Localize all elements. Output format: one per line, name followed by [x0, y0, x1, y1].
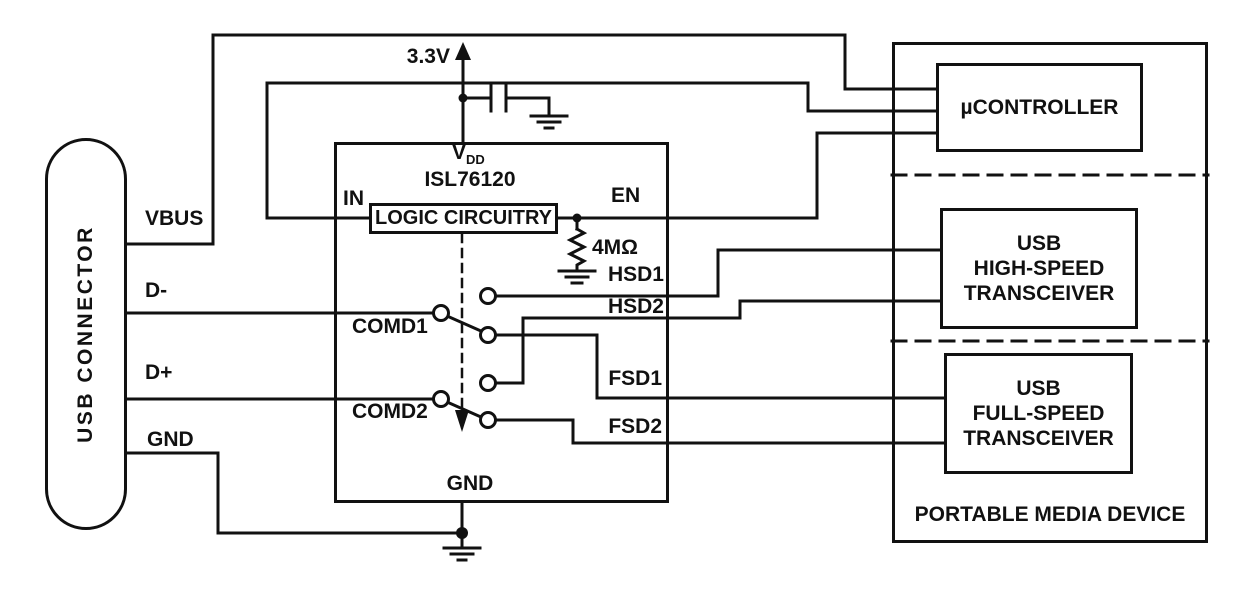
switch2-hsd2-contact — [479, 374, 497, 392]
pin-label-gnd-connector: GND — [147, 428, 194, 451]
switch2-fsd2-contact — [479, 411, 497, 429]
pin-label-fsd1: FSD1 — [608, 367, 662, 390]
pin-label-fsd2: FSD2 — [608, 415, 662, 438]
pin-label-gnd-chip: GND — [446, 472, 494, 495]
hs-transceiver-line3: TRANSCEIVER — [963, 282, 1115, 305]
junction-dot-gnd — [456, 527, 468, 539]
pin-label-hsd1: HSD1 — [607, 263, 664, 286]
junction-dot-vdd — [458, 93, 468, 103]
wire-fsd2 — [494, 418, 947, 445]
pin-label-vbus: VBUS — [145, 207, 204, 230]
pin-label-comd1: COMD1 — [352, 315, 428, 338]
switch2-pole-contact — [432, 390, 450, 408]
microcontroller-label: µCONTROLLER — [960, 95, 1119, 119]
wire-fsd1 — [494, 333, 947, 400]
wire-gnd — [125, 451, 464, 535]
pin-label-in: IN — [343, 187, 364, 210]
switch1-pole-contact — [432, 304, 450, 322]
logic-circuitry-box: LOGIC CIRCUITRY — [369, 203, 558, 234]
wire-in — [265, 81, 939, 220]
pin-label-comd2: COMD2 — [352, 400, 428, 423]
pin-label-dplus: D+ — [145, 361, 173, 384]
switch1-fsd1-contact — [479, 326, 497, 344]
pin-label-en: EN — [611, 184, 641, 207]
logic-circuitry-label: LOGIC CIRCUITRY — [374, 207, 553, 229]
switch1-hsd1-contact — [479, 287, 497, 305]
wire-hsd2 — [494, 299, 943, 385]
hs-transceiver-line2: HIGH-SPEED — [973, 257, 1105, 280]
full-speed-transceiver-box: USB FULL-SPEED TRANSCEIVER — [944, 353, 1133, 474]
pin-label-hsd2: HSD2 — [607, 295, 664, 318]
hs-transceiver-line1: USB — [1016, 232, 1062, 255]
fs-transceiver-line2: FULL-SPEED — [972, 402, 1105, 425]
ground-symbol-capacitor — [529, 114, 569, 130]
isl76120-chip-box — [334, 142, 669, 503]
portable-media-device-box — [892, 42, 1208, 543]
switch1-arm — [445, 314, 483, 333]
usb-connector-label: USB CONNECTOR — [74, 225, 97, 443]
fs-transceiver-line1: USB — [1016, 377, 1061, 400]
vdd-pin-label: VDD — [452, 141, 485, 166]
control-arrow-down-icon — [455, 410, 469, 432]
vdd-prefix: V — [452, 141, 467, 164]
fs-transceiver-line3: TRANSCEIVER — [963, 427, 1114, 450]
pin-label-dminus: D- — [145, 279, 168, 302]
ground-symbol-main — [442, 546, 482, 562]
wire-en — [556, 131, 939, 220]
supply-arrow-up-icon — [455, 42, 471, 60]
wire-vbus — [125, 33, 939, 246]
usb-connector-shape — [45, 138, 127, 530]
microcontroller-box: µCONTROLLER — [936, 63, 1143, 152]
portable-media-device-title: PORTABLE MEDIA DEVICE — [914, 503, 1186, 526]
chip-part-number: ISL76120 — [424, 168, 516, 191]
resistor-value-label: 4MΩ — [592, 236, 639, 259]
switch2-arm — [445, 400, 483, 419]
capacitor-icon — [461, 83, 551, 118]
vdd-subscript: DD — [466, 152, 485, 167]
junction-dot-en — [572, 213, 582, 223]
supply-voltage-label: 3.3V — [406, 45, 450, 68]
ground-symbol-resistor — [557, 269, 597, 285]
high-speed-transceiver-box: USB HIGH-SPEED TRANSCEIVER — [940, 208, 1138, 329]
wire-hsd1 — [494, 248, 943, 298]
